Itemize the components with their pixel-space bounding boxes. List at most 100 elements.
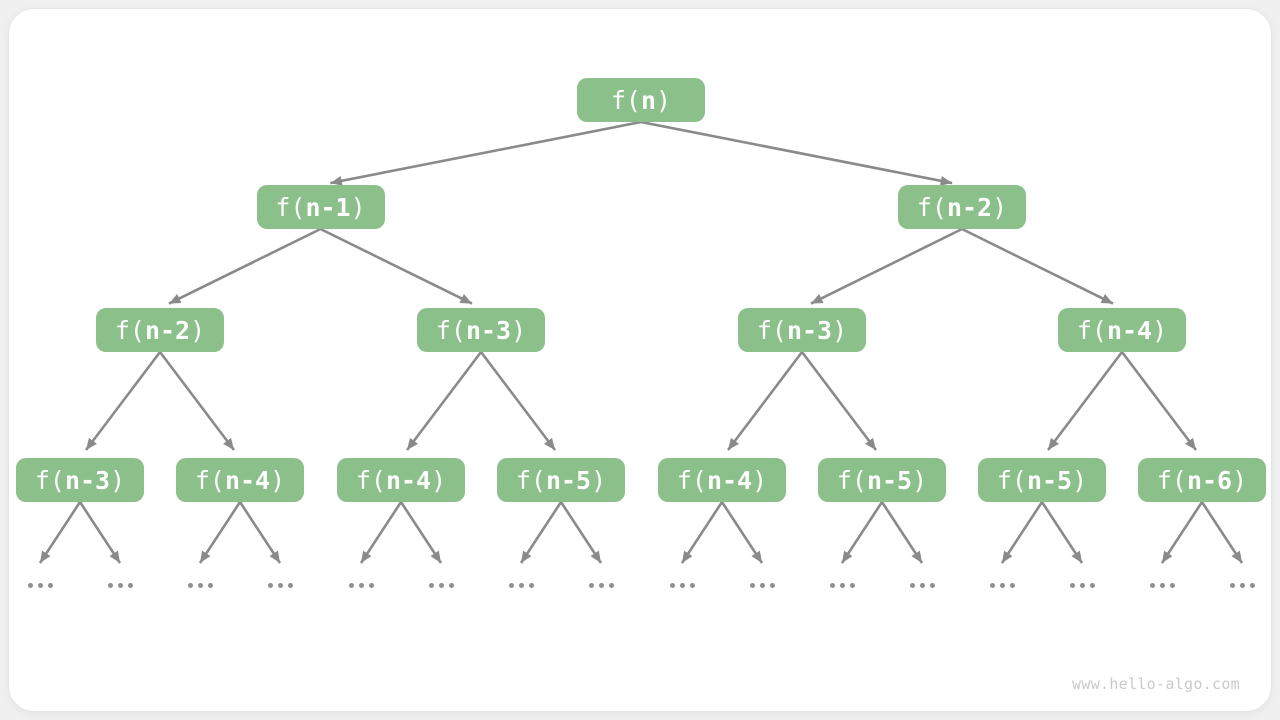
ellipsis-dot bbox=[679, 582, 685, 588]
edge-arrow bbox=[319, 227, 473, 305]
ellipsis-dot bbox=[267, 582, 273, 588]
edge-group bbox=[38, 120, 1244, 564]
node-label-suffix: ) bbox=[110, 465, 126, 495]
edge-arrow bbox=[680, 501, 724, 564]
ellipsis-dot bbox=[187, 582, 193, 588]
ellipsis bbox=[588, 582, 614, 588]
tree-node-f-n-4: f(n-4) bbox=[658, 458, 786, 502]
node-label-prefix: f( bbox=[916, 192, 947, 222]
node-label-suffix: ) bbox=[270, 465, 286, 495]
node-label-argument: n-3 bbox=[786, 315, 833, 345]
ellipsis-dot bbox=[197, 582, 203, 588]
ellipsis bbox=[909, 582, 935, 588]
node-label-argument: n-5 bbox=[866, 465, 913, 495]
node-label-prefix: f( bbox=[676, 465, 707, 495]
node-label-argument: n-3 bbox=[465, 315, 512, 345]
tree-node-f-n-5: f(n-5) bbox=[818, 458, 946, 502]
tree-node-f-n-4: f(n-4) bbox=[1058, 308, 1186, 352]
node-label-prefix: f( bbox=[355, 465, 386, 495]
node-label-argument: n-4 bbox=[224, 465, 271, 495]
edge-arrow bbox=[961, 227, 1114, 305]
ellipsis-dot bbox=[909, 582, 915, 588]
node-label-suffix: ) bbox=[1152, 315, 1168, 345]
node-label-argument: n-1 bbox=[305, 192, 351, 222]
node-label-argument: n-5 bbox=[1026, 465, 1073, 495]
ellipsis bbox=[508, 582, 534, 588]
ellipsis bbox=[1229, 582, 1255, 588]
ellipsis-dot bbox=[1069, 582, 1075, 588]
node-label-suffix: ) bbox=[1072, 465, 1088, 495]
edge-arrow bbox=[880, 501, 924, 564]
ellipsis bbox=[989, 582, 1015, 588]
node-label-argument: n-2 bbox=[946, 192, 993, 222]
ellipsis-dot bbox=[608, 582, 614, 588]
edge-arrow bbox=[1000, 501, 1044, 564]
ellipsis bbox=[1069, 582, 1095, 588]
ellipsis bbox=[749, 582, 775, 588]
edge-arrow bbox=[38, 501, 82, 564]
ellipsis bbox=[428, 582, 454, 588]
edge-arrow bbox=[84, 351, 162, 451]
edge-arrow bbox=[238, 501, 282, 564]
node-label-suffix: ) bbox=[832, 315, 848, 345]
ellipsis-dot bbox=[849, 582, 855, 588]
edge-arrow bbox=[726, 351, 804, 451]
ellipsis-dot bbox=[518, 582, 524, 588]
edge-arrow bbox=[800, 351, 878, 451]
ellipsis-dot bbox=[127, 582, 133, 588]
edge-arrow bbox=[1046, 351, 1124, 451]
node-label-prefix: f( bbox=[1156, 465, 1187, 495]
ellipsis bbox=[1149, 582, 1175, 588]
node-label-prefix: f( bbox=[515, 465, 546, 495]
ellipsis-dot bbox=[37, 582, 43, 588]
tree-node-f-n-5: f(n-5) bbox=[497, 458, 625, 502]
ellipsis-dot bbox=[749, 582, 755, 588]
node-label-suffix: ) bbox=[752, 465, 768, 495]
node-label-argument: n-4 bbox=[1106, 315, 1153, 345]
ellipsis-dot bbox=[919, 582, 925, 588]
node-label-prefix: f( bbox=[435, 315, 466, 345]
ellipsis-dot bbox=[358, 582, 364, 588]
ellipsis-dot bbox=[1159, 582, 1165, 588]
ellipsis-dot bbox=[277, 582, 283, 588]
ellipsis-dot bbox=[598, 582, 604, 588]
ellipsis bbox=[187, 582, 213, 588]
tree-node-f-n-5: f(n-5) bbox=[978, 458, 1106, 502]
ellipsis bbox=[107, 582, 133, 588]
node-label-argument: n-3 bbox=[64, 465, 111, 495]
ellipsis-dot bbox=[669, 582, 675, 588]
node-label-prefix: f( bbox=[275, 192, 306, 222]
node-label-suffix: ) bbox=[591, 465, 607, 495]
node-label-argument: n-5 bbox=[545, 465, 592, 495]
ellipsis-dot bbox=[829, 582, 835, 588]
tree-node-f-n-2: f(n-2) bbox=[96, 308, 224, 352]
node-label-prefix: f( bbox=[34, 465, 65, 495]
ellipsis-dot bbox=[287, 582, 293, 588]
tree-node-f-n-3: f(n-3) bbox=[417, 308, 545, 352]
ellipsis-dot bbox=[588, 582, 594, 588]
edge-arrow bbox=[479, 351, 557, 451]
tree-node-f-n-6: f(n-6) bbox=[1138, 458, 1266, 502]
edge-arrow bbox=[78, 501, 122, 564]
ellipsis-dot bbox=[47, 582, 53, 588]
edge-arrow bbox=[198, 501, 242, 564]
edge-arrow bbox=[559, 501, 603, 564]
ellipsis-dot bbox=[448, 582, 454, 588]
ellipsis-dot bbox=[1169, 582, 1175, 588]
node-label-suffix: ) bbox=[656, 85, 672, 115]
tree-node-f-n: f(n) bbox=[577, 78, 705, 122]
node-label-prefix: f( bbox=[1076, 315, 1107, 345]
ellipsis-dot bbox=[1089, 582, 1095, 588]
ellipsis-dot bbox=[999, 582, 1005, 588]
edge-arrow bbox=[405, 351, 483, 451]
node-label-prefix: f( bbox=[996, 465, 1027, 495]
node-label-argument: n-4 bbox=[706, 465, 753, 495]
ellipsis bbox=[348, 582, 374, 588]
node-label-suffix: ) bbox=[190, 315, 206, 345]
tree-node-f-n-1: f(n-1) bbox=[256, 185, 385, 229]
watermark: www.hello-algo.com bbox=[1072, 675, 1240, 693]
node-label-prefix: f( bbox=[114, 315, 145, 345]
